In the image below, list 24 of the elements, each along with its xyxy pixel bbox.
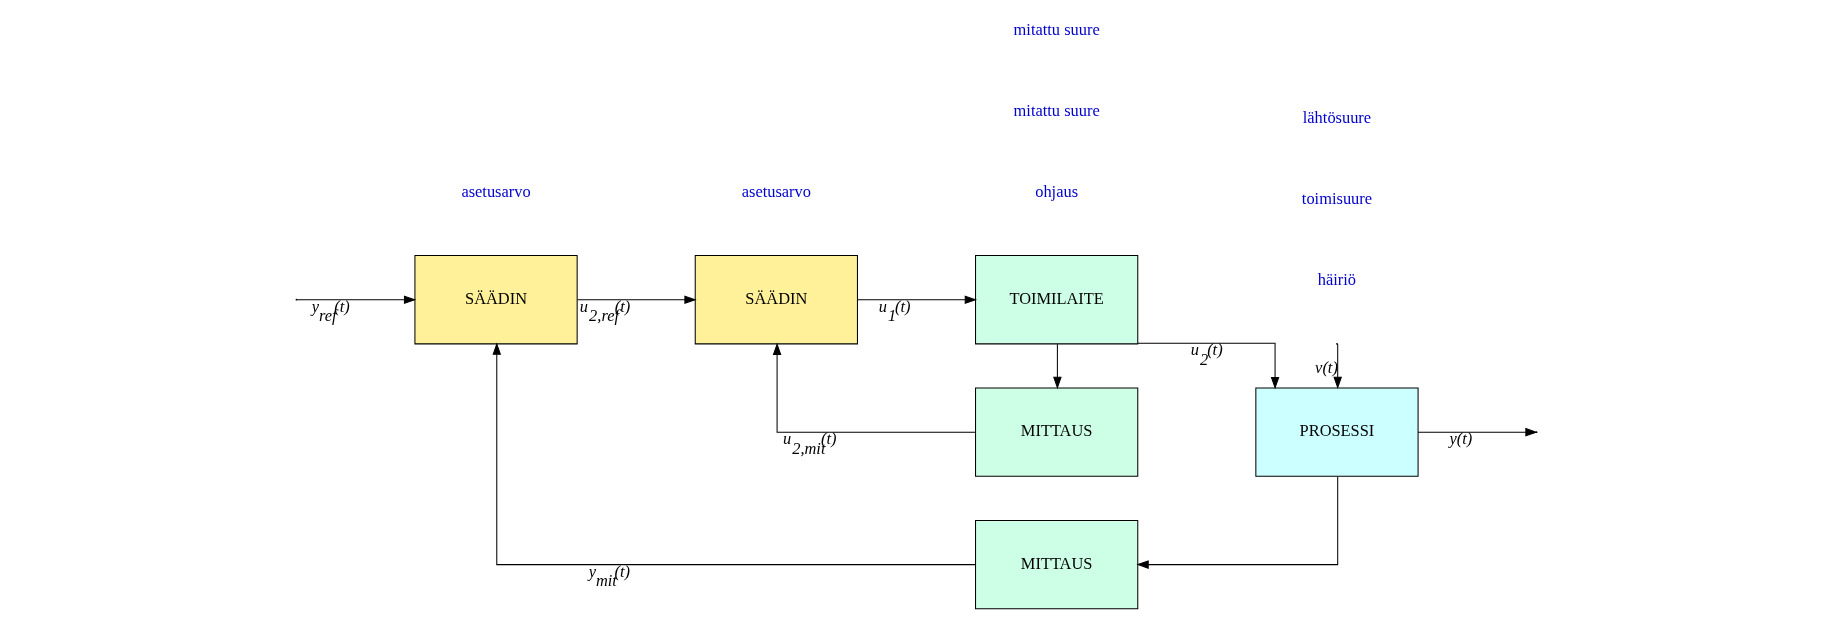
node-box: PROSESSI [1254,387,1419,477]
label: lähtösuure [1302,107,1371,127]
node-box: SÄÄDIN [694,255,858,345]
label: häiriö [1317,270,1356,290]
arrow [1332,343,1342,390]
edge-label: y(t) [1448,429,1472,449]
label: toimisuure [1301,189,1372,209]
label: ohjaus [1034,181,1078,201]
arrow [856,295,977,305]
node-box: MITTAUS [974,519,1138,610]
arrow [1052,343,1062,390]
node-box: SÄÄDIN [413,255,578,345]
node-box: MITTAUS [974,387,1138,477]
arrow [491,342,976,566]
arrow [1136,342,1279,390]
arrow [772,342,976,433]
arrow [296,295,416,305]
label: asetusarvo [460,181,531,201]
label: mitattu suure [1013,100,1100,120]
node-box: TOIMILAITE [974,255,1138,345]
arrow [1135,476,1338,569]
label: mitattu suure [1013,19,1100,39]
label: asetusarvo [741,181,811,201]
arrow [576,295,697,305]
